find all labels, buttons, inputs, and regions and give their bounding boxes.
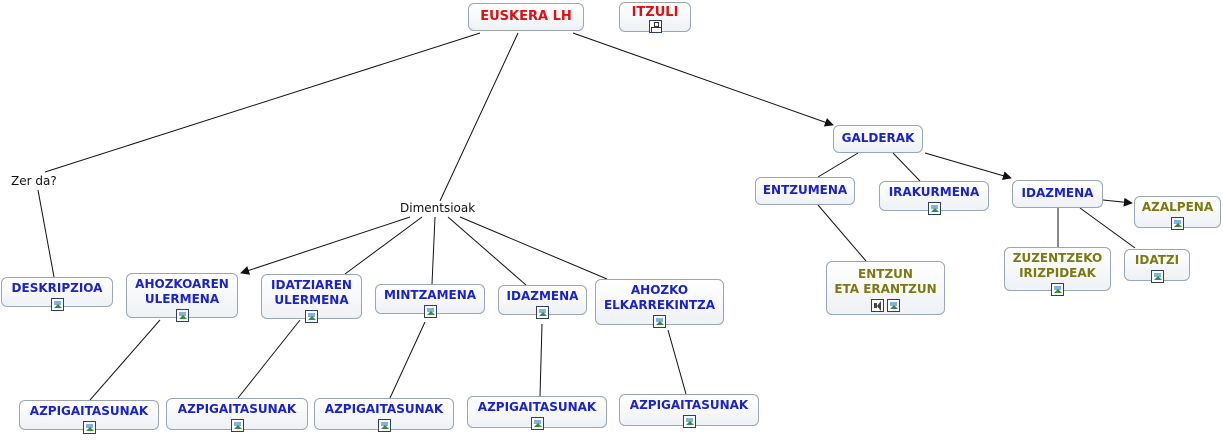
node-azpigaitasunak-label: AZPIGAITASUNAK — [324, 402, 444, 416]
node-idazmena-2-label: IDAZMENA — [1021, 186, 1094, 200]
image-icon[interactable] — [536, 306, 549, 319]
link-idazmena-azalpena — [1102, 197, 1133, 207]
link-label-zer-da: Zer da? — [10, 174, 58, 188]
node-azpigaitasunak-1[interactable]: AZPIGAITASUNAK — [19, 400, 159, 434]
back-node-label: ITZULI — [631, 5, 679, 20]
node-idazmena[interactable]: IDAZMENA — [498, 285, 587, 319]
link-dim-ahozko — [459, 216, 608, 280]
link-root-zerda — [44, 32, 481, 173]
node-irakurmena[interactable]: IRAKURMENA — [879, 181, 989, 215]
node-galderak-label: GALDERAK — [841, 131, 915, 145]
root-node-label: EUSKERA LH — [480, 9, 572, 24]
image-icon[interactable] — [927, 202, 941, 215]
root-node[interactable]: EUSKERA LH — [468, 3, 584, 31]
node-idatziaren-ulermena-label: IDATZIAREN ULERMENA — [271, 278, 352, 307]
image-icon[interactable] — [1051, 283, 1064, 296]
node-irakurmena-label: IRAKURMENA — [888, 185, 980, 199]
node-zuzentzeko-irizpideak[interactable]: ZUZENTZEKO IRIZPIDEAK — [1004, 247, 1111, 296]
link-zerda-deskripzioa — [37, 189, 55, 278]
node-entzun-eta-erantzun[interactable]: ENTZUN ETA ERANTZUN — [826, 261, 945, 315]
node-deskripzioa-label: DESKRIPZIOA — [11, 281, 103, 295]
node-azpigaitasunak-label: AZPIGAITASUNAK — [29, 404, 149, 418]
image-icon[interactable] — [653, 315, 666, 328]
link-galderak-idazmena — [924, 152, 1012, 181]
image-icon[interactable] — [1171, 217, 1184, 230]
node-ahozko-elkarrekintza-label: AHOZKO ELKARREKINTZA — [603, 283, 716, 312]
link-galderak-entzumena — [817, 152, 859, 178]
image-icon[interactable] — [230, 419, 244, 432]
link-idazmena-idatzi — [1079, 207, 1136, 249]
back-node[interactable]: ITZULI — [619, 2, 691, 33]
node-zuzentzeko-irizpideak-label: ZUZENTZEKO IRIZPIDEAK — [1012, 251, 1103, 280]
node-ahozkoaren-ulermena[interactable]: AHOZKOAREN ULERMENA — [126, 273, 238, 322]
link-ahozko-azp — [667, 329, 687, 395]
link-dim-ahozkoaren — [240, 216, 411, 275]
node-azalpena[interactable]: AZALPENA — [1134, 196, 1221, 230]
node-mintzamena-label: MINTZAMENA — [383, 288, 477, 302]
node-entzun-eta-erantzun-label: ENTZUN ETA ERANTZUN — [834, 267, 937, 296]
image-icon[interactable] — [305, 310, 318, 323]
node-idatzi-label: IDATZI — [1134, 253, 1180, 267]
link-dim-idazmena — [447, 216, 527, 286]
link-dim-idatziaren — [344, 216, 423, 275]
image-icon[interactable] — [423, 305, 437, 318]
node-azpigaitasunak-label: AZPIGAITASUNAK — [177, 402, 297, 416]
node-azpigaitasunak-label: AZPIGAITASUNAK — [477, 400, 597, 414]
image-icon[interactable] — [682, 415, 696, 428]
sound-icon[interactable] — [871, 299, 884, 312]
image-icon[interactable] — [50, 298, 64, 311]
node-azpigaitasunak-3[interactable]: AZPIGAITASUNAK — [314, 398, 454, 432]
link-idazmena-azp — [539, 323, 543, 397]
link-mintzamena-azp — [389, 321, 426, 399]
node-azpigaitasunak-2[interactable]: AZPIGAITASUNAK — [166, 398, 308, 432]
link-idatziaren-azp — [237, 319, 301, 399]
node-azpigaitasunak-4[interactable]: AZPIGAITASUNAK — [467, 396, 607, 430]
image-icon[interactable] — [377, 419, 391, 432]
node-idazmena-2[interactable]: IDAZMENA — [1012, 180, 1103, 208]
node-idatziaren-ulermena[interactable]: IDATZIAREN ULERMENA — [261, 274, 362, 323]
image-icon[interactable] — [82, 421, 96, 434]
node-azpigaitasunak-label: AZPIGAITASUNAK — [629, 398, 749, 412]
node-ahozkoaren-ulermena-label: AHOZKOAREN ULERMENA — [135, 277, 229, 306]
node-mintzamena[interactable]: MINTZAMENA — [375, 284, 485, 318]
concept-map-icon[interactable] — [648, 20, 662, 33]
node-azalpena-label: AZALPENA — [1141, 200, 1214, 214]
node-idazmena-label: IDAZMENA — [506, 289, 579, 303]
node-galderak[interactable]: GALDERAK — [833, 125, 923, 153]
node-entzumena-label: ENTZUMENA — [762, 183, 848, 197]
image-icon[interactable] — [530, 417, 544, 430]
link-dim-mintzamena — [431, 216, 436, 285]
link-galderak-irakurmena — [892, 152, 921, 182]
link-root-dimentsioak — [439, 32, 519, 202]
node-ahozko-elkarrekintza[interactable]: AHOZKO ELKARREKINTZA — [595, 279, 724, 328]
link-root-galderak — [572, 32, 834, 127]
node-idatzi[interactable]: IDATZI — [1124, 249, 1190, 283]
image-icon[interactable] — [1150, 270, 1164, 283]
node-deskripzioa[interactable]: DESKRIPZIOA — [1, 277, 113, 311]
link-label-dimentsioak: Dimentsioak — [399, 201, 477, 215]
link-ahozkoaren-azp — [89, 319, 161, 401]
node-azpigaitasunak-5[interactable]: AZPIGAITASUNAK — [619, 394, 759, 428]
link-entzumena-entzun — [817, 204, 867, 262]
node-entzumena[interactable]: ENTZUMENA — [755, 177, 855, 205]
image-icon[interactable] — [887, 299, 900, 312]
image-icon[interactable] — [175, 309, 189, 322]
